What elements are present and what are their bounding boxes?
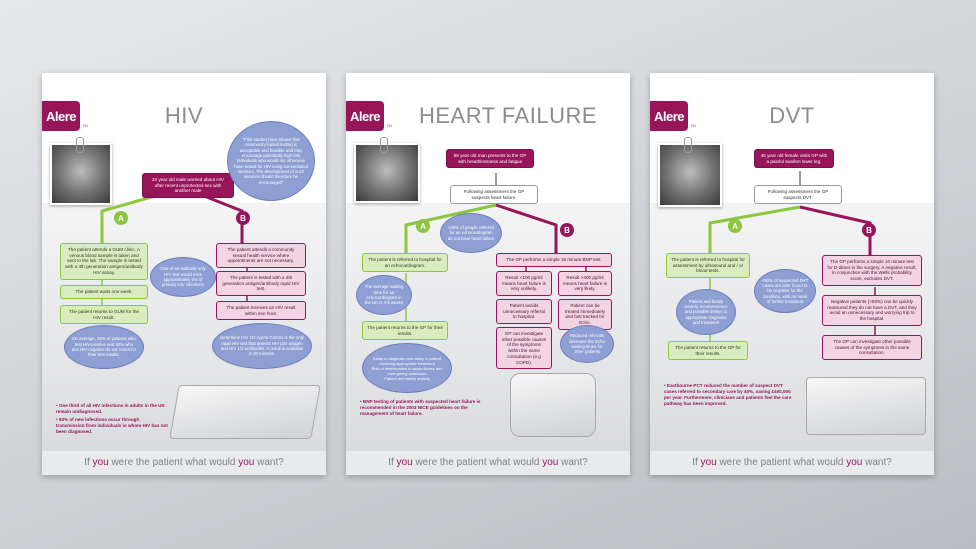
key-facts: • BNP testing of patients with suspected… (360, 399, 490, 419)
a-stat-text: On average, 35% of patients who test HIV… (71, 336, 137, 358)
a-anxiety-text: Patient and family anxiety, inconvenienc… (684, 298, 728, 326)
tagline-part: want? (862, 457, 892, 468)
tagline-you: you (92, 457, 109, 468)
b-step-3: The GP can investigate other possible ca… (822, 335, 922, 361)
quote-text: "Pilot studies have shown that community… (234, 136, 308, 185)
a-step-1: The patient attends a GUM clinic. A veno… (60, 243, 148, 280)
paperclip-icon (684, 137, 692, 153)
a-step-2: The patient returns to the GP for their … (668, 341, 748, 361)
tagline-you: you (396, 457, 413, 468)
b-left-step-2: Patient avoids unnecessary referral to h… (496, 299, 552, 325)
tagline-part: were the patient what would (108, 457, 239, 468)
fact-2: • 50% of new infections occur through tr… (56, 416, 168, 434)
risk-item: Patient and family anxiety (384, 375, 430, 381)
a-wait-text: The average waiting time for an echocard… (364, 284, 404, 306)
key-facts: • One third of all HIV infections in adu… (56, 403, 168, 437)
key-facts: • Eastbourne PCT reduced the number of s… (664, 383, 792, 409)
branch-b-badge: B (862, 223, 876, 237)
fact-1: • Eastbourne PCT reduced the number of s… (664, 383, 792, 406)
tagline-part: were the patient what would (716, 457, 847, 468)
mid-bubble-text: One of an antibody only HIV test would m… (160, 266, 206, 288)
b-step-1: The patient attends a community sexual h… (216, 243, 306, 269)
tagline-you: you (846, 457, 863, 468)
alere-logo: Alere (346, 101, 384, 131)
mid-bubble: One of an antibody only HIV test would m… (150, 257, 216, 297)
branch-a-badge: A (416, 219, 430, 233)
a-step-1: The patient is referred to hospital for … (362, 253, 448, 273)
assessment-box: Following assessment the GP suspects hea… (450, 185, 538, 205)
b-left-step-1: Result <100 pg/ml means heart failure is… (496, 271, 552, 297)
patient-photo (354, 137, 420, 203)
d-dimer-kit-image (806, 377, 926, 435)
mid-bubble: <90% of suspected DVT cases are later fo… (754, 269, 816, 313)
a-risk-bubble: Delay in diagnosis and delay in patient … (362, 343, 452, 393)
tagline-part: were the patient what would (412, 457, 543, 468)
a-anxiety-bubble: Patient and family anxiety, inconvenienc… (676, 289, 736, 335)
b-step-3: The patient receives an HIV result withi… (216, 301, 306, 321)
mid-bubble-text: <90% of suspected DVT cases are later fo… (761, 277, 809, 305)
b-info-bubble: Reduced referrals decrease the Echo wait… (560, 325, 614, 363)
trademark: TM (386, 123, 392, 128)
trademark: TM (82, 123, 88, 128)
b-top-step: The GP performs a simple 15 minute BNP t… (496, 253, 612, 267)
poster-dvt: Alere TM DVT 45 year old female visits G… (650, 73, 934, 475)
footer-tagline: If you were the patient what would you w… (650, 451, 934, 475)
poster-title: HIV (164, 103, 204, 128)
branch-b-badge: B (560, 223, 574, 237)
alere-logo: Alere (650, 101, 688, 131)
b-left-step-3: GP can investigate other possible causes… (496, 327, 552, 370)
footer-tagline: If you were the patient what would you w… (42, 451, 326, 475)
paperclip-icon (76, 137, 84, 153)
tagline-you: you (238, 457, 255, 468)
risk-item: Delay in diagnosis and delay in patient … (372, 355, 442, 366)
a-step-2: The patient returns to the GP for their … (362, 321, 448, 341)
b-info-text: Determine HIV 1/2 Ag/Ab Combo is the onl… (220, 335, 304, 357)
quote-bubble: "Pilot studies have shown that community… (227, 121, 315, 201)
hiv-test-kit-image (169, 385, 321, 439)
a-step-3: The patient returns to GUM for the HIV r… (60, 305, 148, 325)
tagline-you: you (700, 457, 717, 468)
branch-b-badge: B (236, 211, 250, 225)
poster-title: DVT (769, 103, 815, 128)
fact-1: • One third of all HIV infections in adu… (56, 403, 165, 414)
b-right-step-2: Patient can be treated immediately and f… (558, 299, 612, 330)
risk-list: Delay in diagnosis and delay in patient … (369, 356, 445, 381)
tagline-part: want? (254, 457, 284, 468)
assessment-box: Following assessment the GP suspects DVT… (754, 185, 842, 205)
poster-title: HEART FAILURE (418, 103, 598, 128)
trademark: TM (690, 123, 696, 128)
a-step-1: The patient is referred to hospital for … (666, 253, 750, 279)
a-stat-bubble: On average, 35% of patients who test HIV… (64, 325, 144, 369)
a-step-2: The patient waits one week. (60, 285, 148, 299)
tagline-part: If (388, 457, 397, 468)
b-step-2: Negative patients (>50%) can be quickly … (822, 295, 922, 326)
poster-hiv: Alere TM HIV 34 year old male worried ab… (42, 73, 326, 475)
scenario-box: 34 year old male worried about HIV after… (142, 173, 234, 199)
tagline-you: you (542, 457, 559, 468)
b-info-text: Reduced referrals decrease the Echo wait… (569, 333, 605, 355)
a-wait-bubble: The average waiting time for an echocard… (356, 275, 412, 315)
b-step-2: The patient is tested with a 4th generat… (216, 271, 306, 297)
alere-logo: Alere (42, 101, 80, 131)
b-right-step-1: Result >400 pg/ml means heart failure is… (558, 271, 612, 297)
bnp-analyser-image (510, 373, 596, 437)
poster-heart-failure: Alere TM HEART FAILURE 68 year old man p… (346, 73, 630, 475)
patient-photo (658, 137, 722, 207)
tagline-part: want? (558, 457, 588, 468)
mid-bubble-text: <40% of people referred for an echocardi… (447, 224, 495, 241)
footer-tagline: If you were the patient what would you w… (346, 451, 630, 475)
scenario-box: 68 year old man presents to the GP with … (446, 149, 534, 169)
scenario-box: 45 year old female visits GP with a pain… (754, 149, 834, 169)
b-info-bubble: Determine HIV 1/2 Ag/Ab Combo is the onl… (212, 323, 312, 369)
tagline-part: If (84, 457, 93, 468)
mid-bubble: <40% of people referred for an echocardi… (440, 213, 502, 253)
paperclip-icon (380, 137, 388, 153)
fact-1: • BNP testing of patients with suspected… (360, 399, 481, 416)
branch-a-badge: A (728, 219, 742, 233)
branch-a-badge: A (114, 211, 128, 225)
b-step-1: The GP performs a simple 10 minute test … (822, 255, 922, 286)
risk-item: Risk of deterioration to acute illness a… (371, 365, 443, 376)
patient-photo (50, 137, 112, 205)
tagline-part: If (692, 457, 701, 468)
